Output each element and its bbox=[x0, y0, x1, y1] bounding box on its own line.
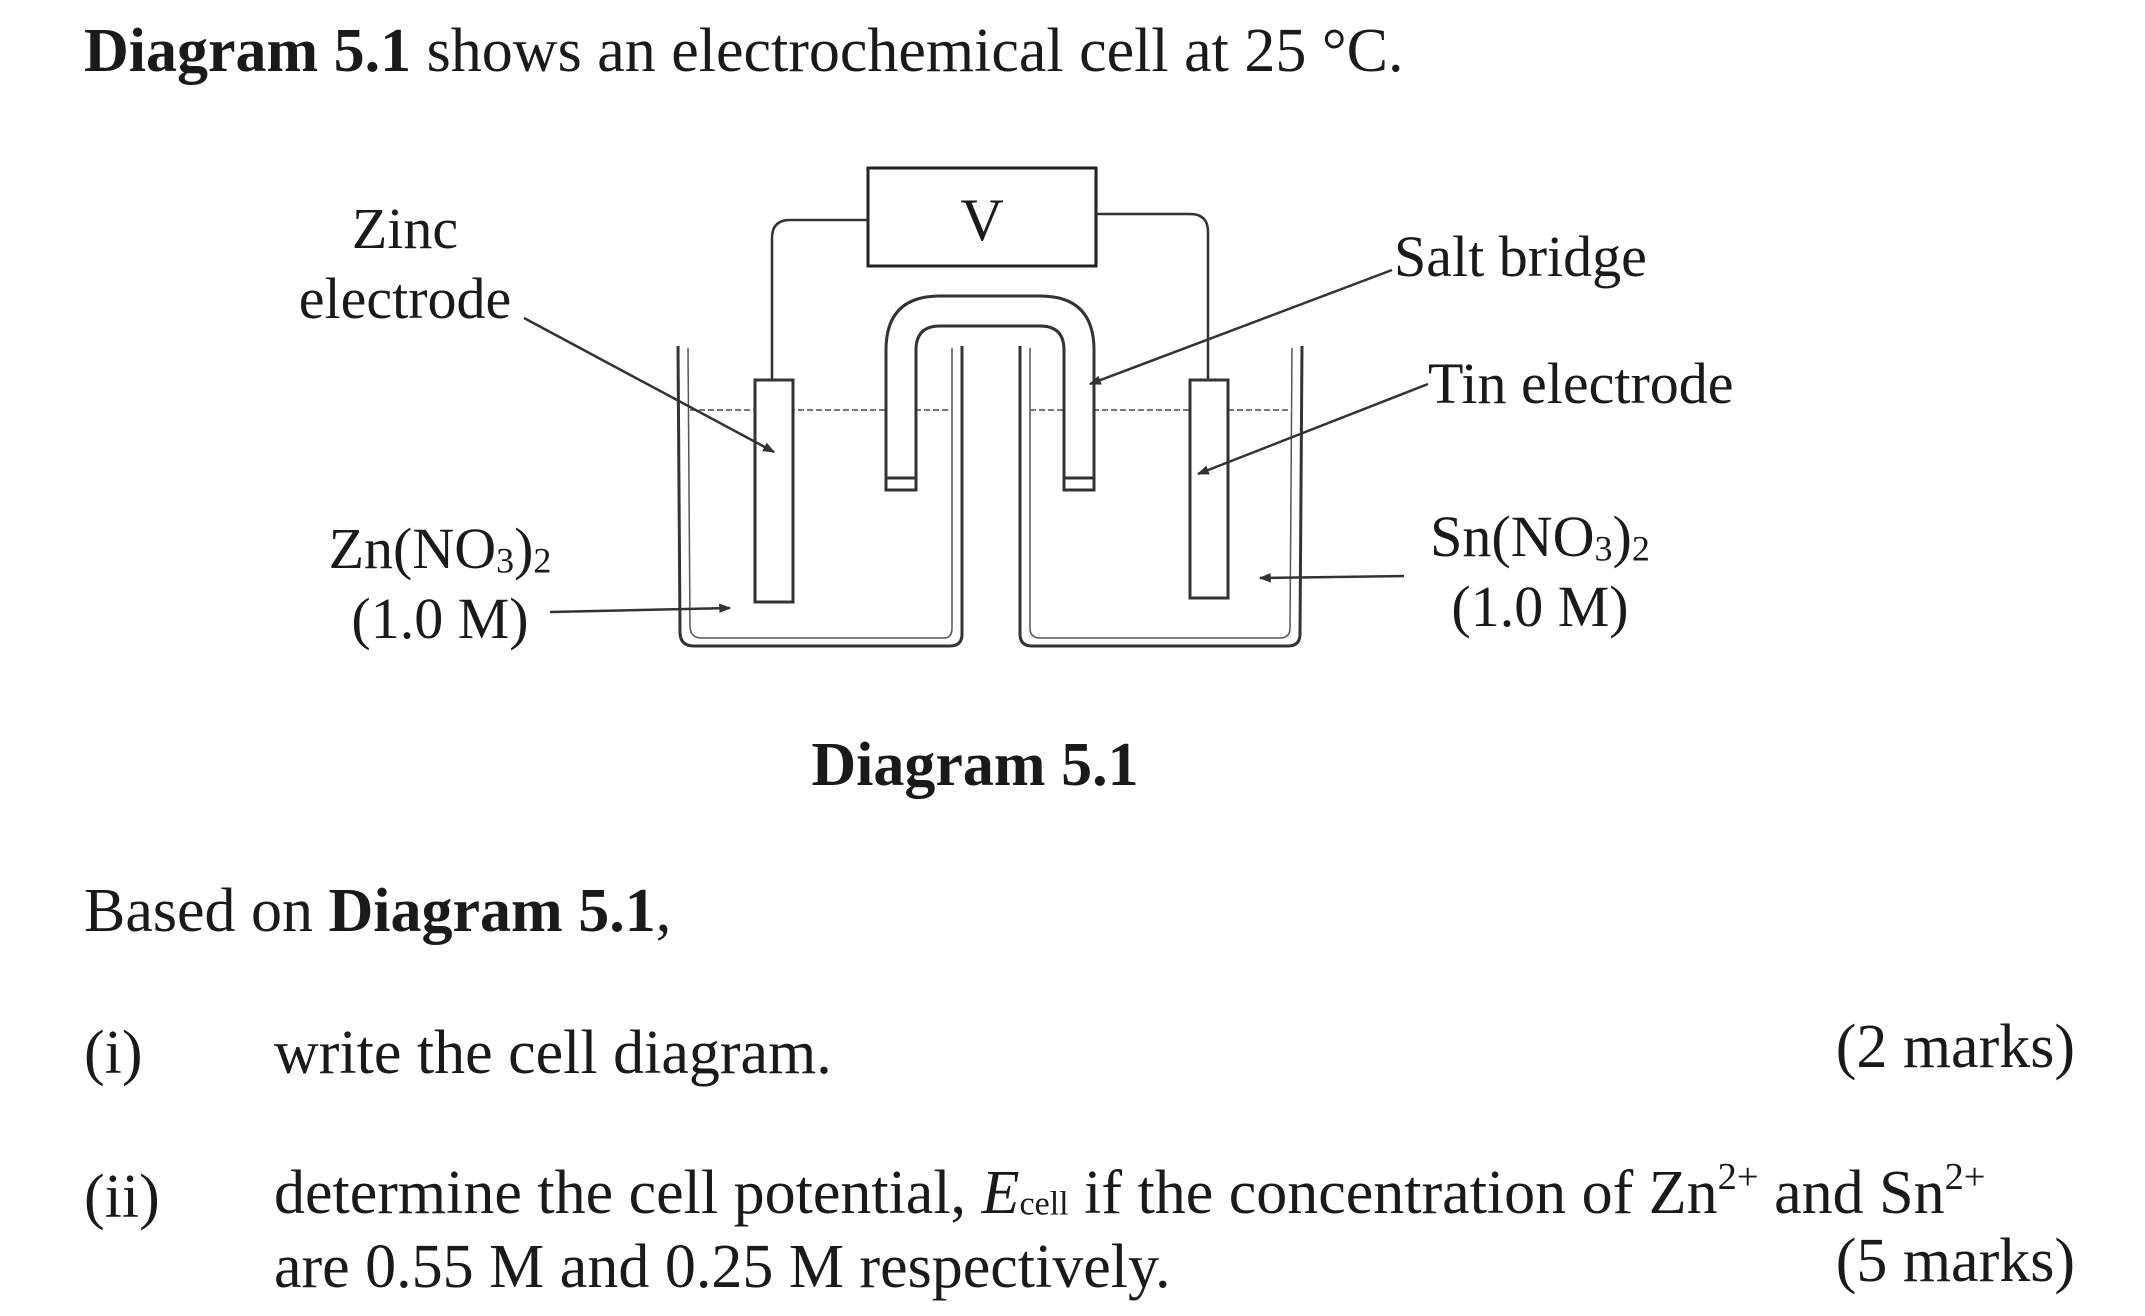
sn-charge: 2+ bbox=[1944, 1156, 1986, 1199]
ecell-symbol: Ecell bbox=[981, 1159, 1069, 1227]
intro-diagram-ref: Diagram 5.1 bbox=[84, 17, 412, 85]
based-on-prefix: Based on bbox=[84, 877, 329, 945]
sn-solution-pointer bbox=[1258, 573, 1405, 583]
right-beaker bbox=[1018, 345, 1304, 648]
wire-right bbox=[1096, 212, 1210, 380]
left-beaker bbox=[676, 345, 964, 648]
sn-solution-concentration: (1.0 M) bbox=[1451, 574, 1629, 639]
zn-solution-pointer bbox=[549, 603, 732, 614]
question-i-number: (i) bbox=[84, 1019, 143, 1087]
zinc-electrode-label-line2: electrode bbox=[298, 266, 512, 331]
zn-solution-label: Zn(NO3)2 (1.0 M) bbox=[300, 520, 580, 648]
zn-charge: 2+ bbox=[1717, 1156, 1759, 1199]
sn-solution-formula: Sn(NO3)2 bbox=[1430, 504, 1650, 569]
intro-line: Diagram 5.1 shows an electrochemical cel… bbox=[84, 20, 1404, 82]
based-on-line: Based on Diagram 5.1, bbox=[84, 880, 671, 942]
question-ii-line1: determine the cell potential, Ecell if t… bbox=[274, 1156, 1986, 1227]
voltmeter-box bbox=[866, 166, 1098, 268]
zinc-electrode-label: Zinc electrode bbox=[280, 200, 530, 328]
based-on-diagram-ref: Diagram 5.1 bbox=[328, 877, 656, 945]
tin-electrode-pointer bbox=[1196, 382, 1429, 476]
diagram-caption: Diagram 5.1 bbox=[811, 731, 1139, 799]
question-i-marks: (2 marks) bbox=[1835, 1013, 2075, 1081]
question-ii-line2: are 0.55 M and 0.25 M respectively. bbox=[274, 1233, 1171, 1301]
zn-solution-concentration: (1.0 M) bbox=[351, 586, 529, 651]
sn-solution-label: Sn(NO3)2 (1.0 M) bbox=[1400, 508, 1680, 636]
question-ii-number: (ii) bbox=[84, 1163, 160, 1231]
intro-text: shows an electrochemical cell at 25 °C. bbox=[411, 17, 1404, 85]
salt-bridge-label: Salt bridge bbox=[1394, 224, 1647, 289]
zinc-electrode-label-line1: Zinc bbox=[351, 196, 459, 261]
tin-electrode-label: Tin electrode bbox=[1428, 351, 1734, 416]
zinc-electrode bbox=[753, 378, 795, 604]
zn-solution-formula: Zn(NO3)2 bbox=[328, 516, 552, 581]
wire-left bbox=[770, 218, 868, 380]
tin-electrode bbox=[1188, 378, 1230, 600]
question-ii-marks: (5 marks) bbox=[1835, 1227, 2075, 1295]
voltmeter-label: V bbox=[960, 187, 1004, 253]
zinc-electrode-pointer bbox=[523, 316, 776, 454]
salt-bridge-pointer bbox=[1088, 268, 1393, 386]
based-on-suffix: , bbox=[655, 877, 672, 945]
salt-bridge bbox=[884, 294, 1096, 492]
question-i-text: write the cell diagram. bbox=[274, 1019, 832, 1087]
